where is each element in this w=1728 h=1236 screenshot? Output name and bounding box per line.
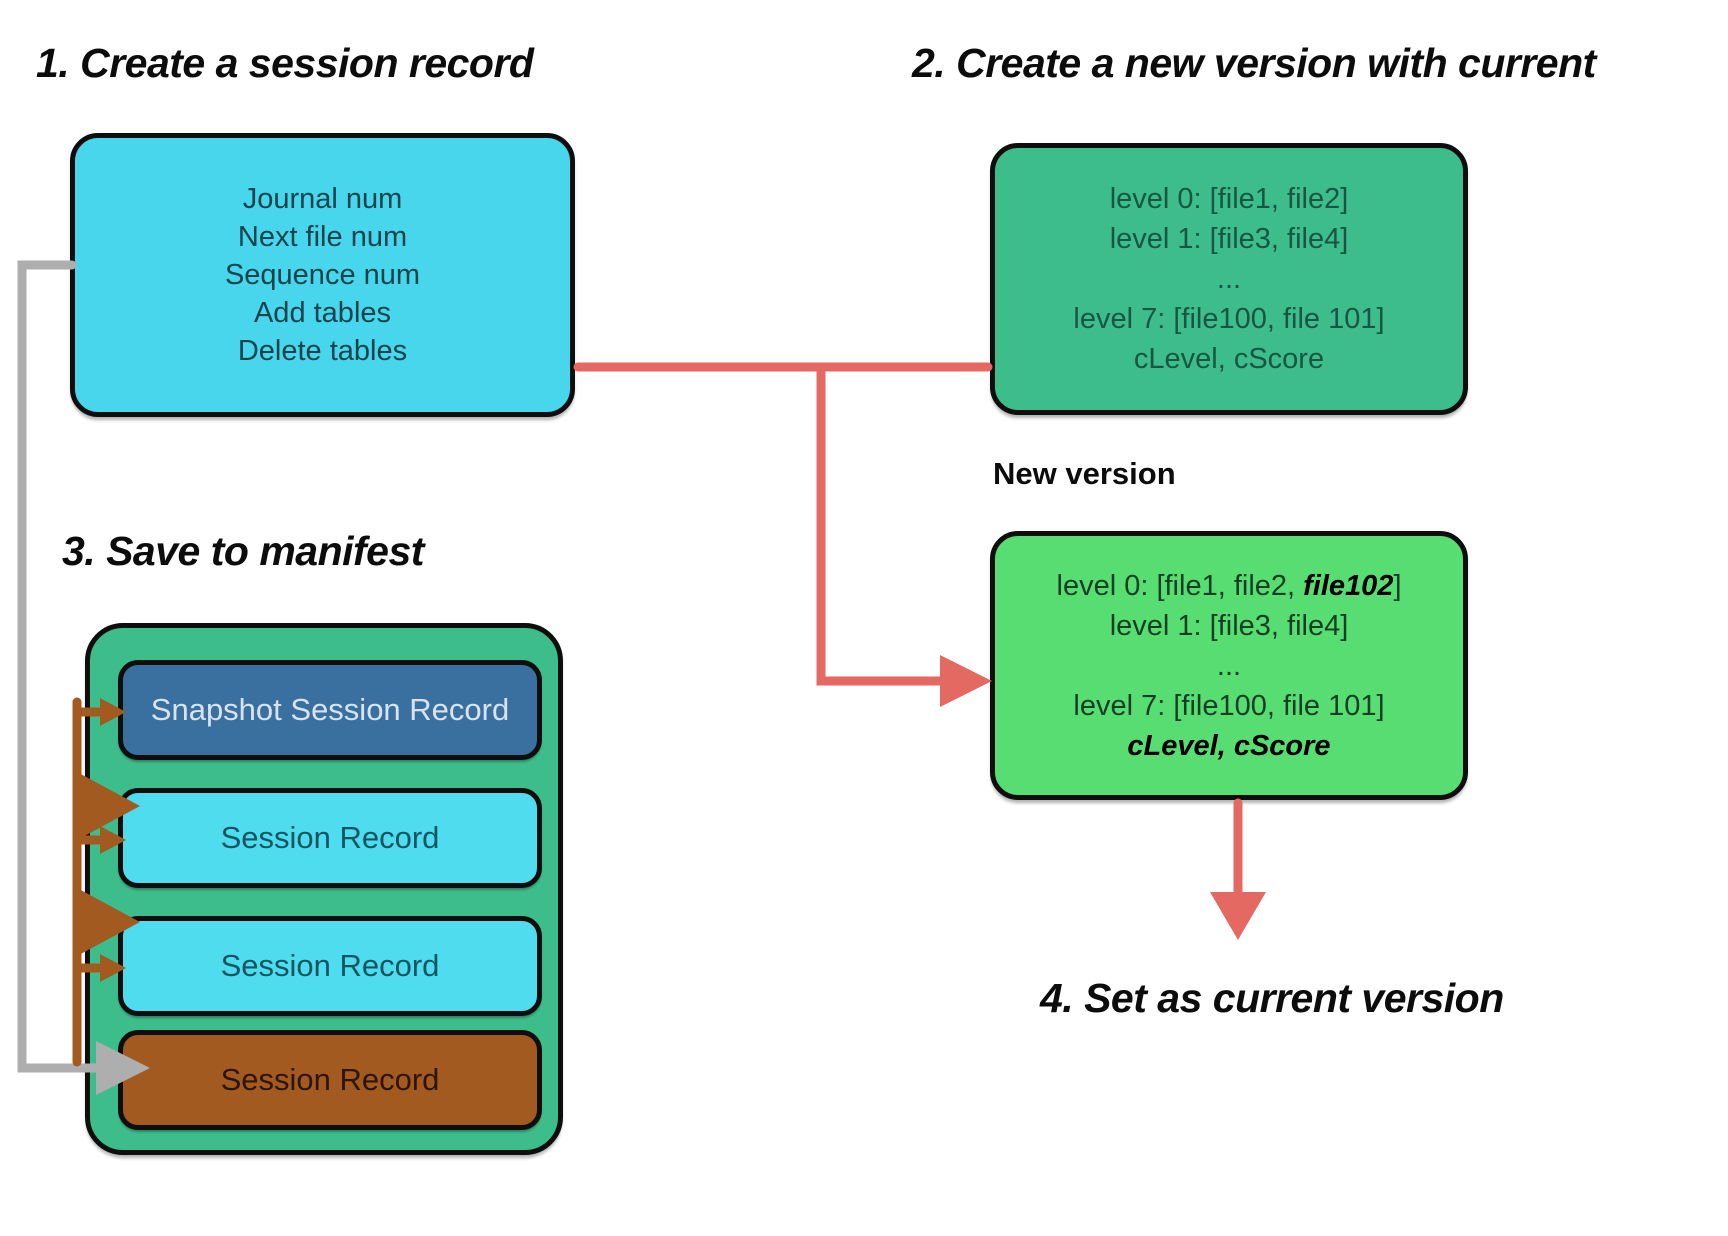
current-version-line: cLevel, cScore bbox=[1133, 343, 1325, 375]
red-arrowhead-down-icon bbox=[1210, 892, 1266, 940]
new-version-box: level 0: [file1, file2, file102] level 1… bbox=[990, 531, 1468, 800]
new-version-line: ... bbox=[1216, 649, 1242, 682]
current-version-line: ... bbox=[1216, 263, 1242, 295]
session-record-item: Session Record bbox=[118, 916, 542, 1016]
current-version-line: level 0: [file1, file2] bbox=[1109, 183, 1349, 215]
step2-heading: 2. Create a new version with current bbox=[912, 40, 1596, 86]
snapshot-session-record: Snapshot Session Record bbox=[118, 660, 542, 760]
new-version-line-clevel-cscore: cLevel, cScore bbox=[1127, 729, 1331, 762]
manifest-box: Snapshot Session Record Session Record S… bbox=[85, 623, 563, 1155]
new-version-line: level 7: [file100, file 101] bbox=[1073, 689, 1385, 722]
session-record-item: Session Record bbox=[118, 788, 542, 888]
current-version-box: level 0: [file1, file2] level 1: [file3,… bbox=[990, 143, 1468, 415]
step1-heading: 1. Create a session record bbox=[36, 40, 534, 86]
red-arrowhead-into-new-version-icon bbox=[940, 655, 992, 707]
session-record-item-current: Session Record bbox=[118, 1030, 542, 1130]
current-version-line: level 1: [file3, file4] bbox=[1109, 223, 1349, 255]
session-record-line: Delete tables bbox=[237, 335, 408, 367]
new-version-line1-new-file: file102 bbox=[1303, 569, 1394, 602]
step3-heading: 3. Save to manifest bbox=[62, 528, 424, 574]
current-version-line: level 7: [file100, file 101] bbox=[1073, 303, 1385, 335]
session-record-line: Next file num bbox=[237, 221, 408, 253]
red-line-branch-to-new-version bbox=[816, 362, 945, 686]
session-record-box: Journal num Next file num Sequence num A… bbox=[70, 133, 575, 417]
new-version-line1-suffix: ] bbox=[1393, 569, 1402, 602]
new-version-line: level 0: [file1, file2, file102] bbox=[1057, 566, 1402, 606]
new-version-line1-prefix: level 0: [file1, file2, bbox=[1056, 569, 1304, 602]
session-record-line: Sequence num bbox=[224, 259, 421, 291]
session-record-line: Journal num bbox=[242, 183, 403, 215]
session-record-line: Add tables bbox=[253, 297, 392, 329]
new-version-label: New version bbox=[993, 456, 1176, 491]
new-version-line: level 1: [file3, file4] bbox=[1109, 609, 1349, 642]
step4-heading: 4. Set as current version bbox=[1040, 975, 1504, 1021]
